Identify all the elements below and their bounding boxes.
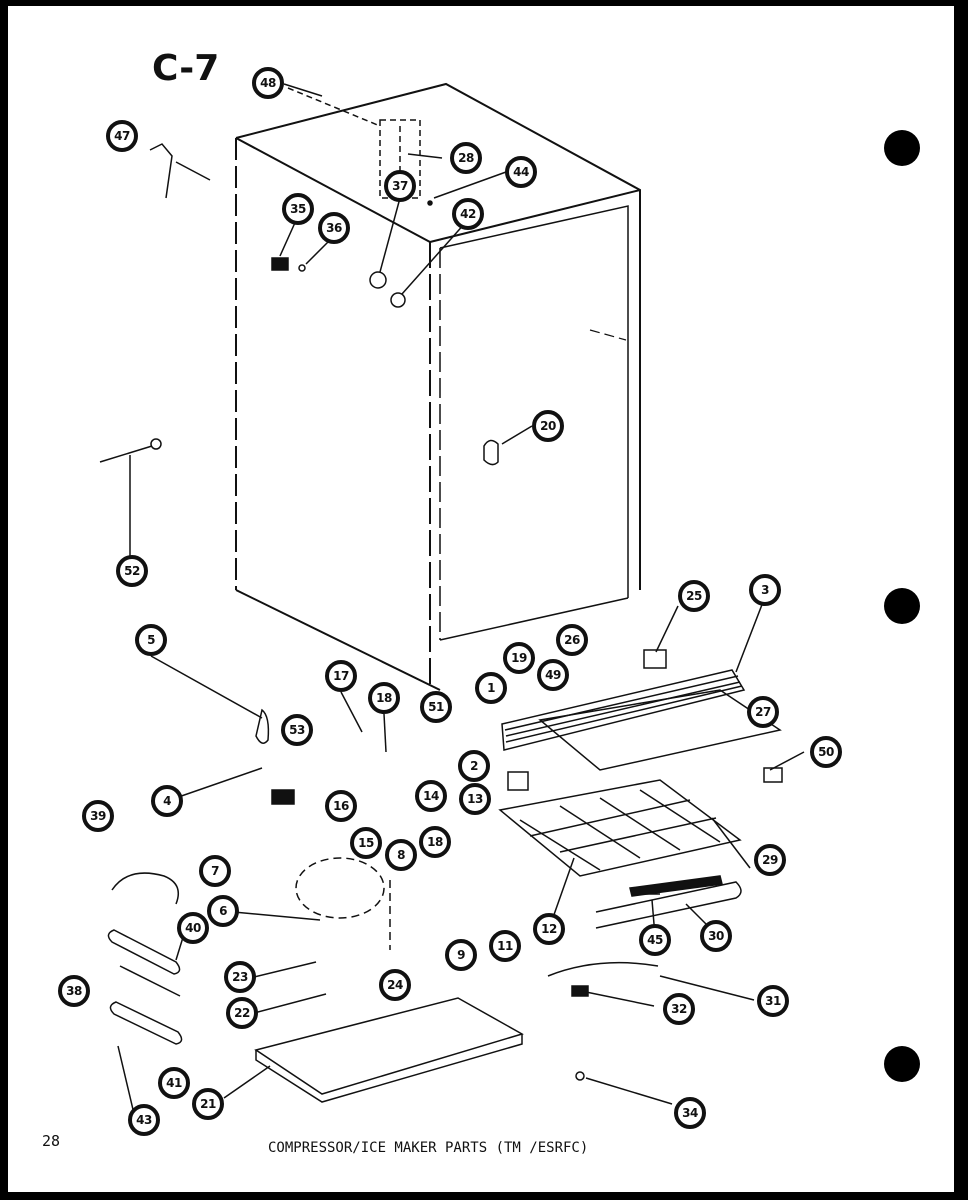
callout-36: 36 <box>318 212 350 244</box>
loose-parts <box>99 143 524 1103</box>
binder-hole <box>884 1046 920 1082</box>
callout-40: 40 <box>177 912 209 944</box>
callout-8: 8 <box>385 839 417 871</box>
figure-caption: COMPRESSOR/ICE MAKER PARTS (TM /ESRFC) <box>268 1140 589 1156</box>
callout-1: 1 <box>475 672 507 704</box>
callout-48: 48 <box>252 67 284 99</box>
callout-45: 45 <box>639 924 671 956</box>
cabinet <box>235 82 641 691</box>
callout-23: 23 <box>224 961 256 993</box>
callout-38: 38 <box>58 975 90 1007</box>
callout-49: 49 <box>537 659 569 691</box>
callout-16: 16 <box>325 790 357 822</box>
callout-2: 2 <box>458 750 490 782</box>
front-kit <box>498 649 783 1081</box>
callout-22: 22 <box>226 997 258 1029</box>
callout-31: 31 <box>757 985 789 1017</box>
paper <box>8 6 954 1192</box>
callout-47: 47 <box>106 120 138 152</box>
callout-3: 3 <box>749 574 781 606</box>
section-label: C-7 <box>152 48 220 89</box>
callout-25: 25 <box>678 580 710 612</box>
callout-4: 4 <box>151 785 183 817</box>
callout-26: 26 <box>556 624 588 656</box>
callout-14: 14 <box>415 780 447 812</box>
callout-43: 43 <box>128 1104 160 1136</box>
callout-35: 35 <box>282 193 314 225</box>
callout-28: 28 <box>450 142 482 174</box>
callout-29: 29 <box>754 844 786 876</box>
callout-17: 17 <box>325 660 357 692</box>
top-hardware <box>271 87 499 466</box>
callout-41: 41 <box>158 1067 190 1099</box>
callout-5: 5 <box>135 624 167 656</box>
callout-7: 7 <box>199 855 231 887</box>
callout-42: 42 <box>452 198 484 230</box>
callout-50: 50 <box>810 736 842 768</box>
callout-39: 39 <box>82 800 114 832</box>
callout-18b: 18 <box>419 826 451 858</box>
callout-13: 13 <box>459 783 491 815</box>
callout-11: 11 <box>489 930 521 962</box>
callout-51: 51 <box>420 691 452 723</box>
callout-6: 6 <box>207 895 239 927</box>
binder-hole <box>884 588 920 624</box>
binder-hole <box>884 130 920 166</box>
callout-37: 37 <box>384 170 416 202</box>
callout-21: 21 <box>192 1088 224 1120</box>
callout-19: 19 <box>503 642 535 674</box>
callout-18: 18 <box>368 682 400 714</box>
callout-52: 52 <box>116 555 148 587</box>
callout-34: 34 <box>674 1097 706 1129</box>
page-number: 28 <box>42 1132 61 1150</box>
callout-30: 30 <box>700 920 732 952</box>
callout-44: 44 <box>505 156 537 188</box>
callout-9: 9 <box>445 939 477 971</box>
callout-53: 53 <box>281 714 313 746</box>
callout-20: 20 <box>532 410 564 442</box>
callout-12: 12 <box>533 913 565 945</box>
callout-24: 24 <box>379 969 411 1001</box>
callout-32: 32 <box>663 993 695 1025</box>
callout-15: 15 <box>350 827 382 859</box>
callout-27: 27 <box>747 696 779 728</box>
